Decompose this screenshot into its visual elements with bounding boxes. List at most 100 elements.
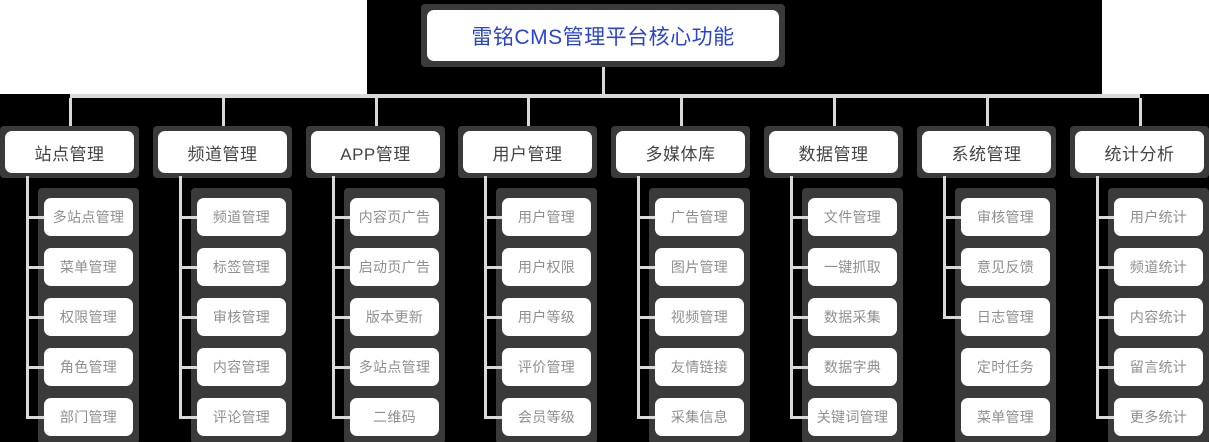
- branch-header-8[interactable]: 统计分析: [1075, 131, 1204, 173]
- child-connector: [26, 316, 45, 319]
- trunk-line: [70, 94, 1140, 98]
- child-connector: [1096, 366, 1115, 369]
- branch-header-4[interactable]: 用户管理: [463, 131, 592, 173]
- child-connector: [179, 266, 198, 269]
- child-node[interactable]: 定时任务: [961, 348, 1050, 386]
- child-connector: [790, 416, 809, 419]
- branch-header-6[interactable]: 数据管理: [769, 131, 898, 173]
- child-connector: [332, 266, 351, 269]
- child-connector: [484, 366, 503, 369]
- child-connector: [26, 216, 45, 219]
- branch-drop-connector: [375, 98, 378, 126]
- child-node[interactable]: 日志管理: [961, 298, 1050, 336]
- child-node[interactable]: 菜单管理: [961, 398, 1050, 436]
- child-connector: [790, 216, 809, 219]
- child-node[interactable]: 审核管理: [961, 198, 1050, 236]
- child-node[interactable]: 多站点管理: [350, 348, 439, 386]
- child-connector: [179, 316, 198, 319]
- child-connector: [1096, 316, 1115, 319]
- branch-spine: [484, 176, 487, 419]
- child-node[interactable]: 数据采集: [808, 298, 897, 336]
- child-connector: [179, 416, 198, 419]
- child-connector: [943, 266, 962, 269]
- child-node[interactable]: 频道管理: [197, 198, 286, 236]
- child-node[interactable]: 留言统计: [1114, 348, 1203, 386]
- child-node[interactable]: 图片管理: [655, 248, 744, 286]
- child-node[interactable]: 角色管理: [44, 348, 133, 386]
- branch-header-2[interactable]: 频道管理: [158, 131, 287, 173]
- child-node[interactable]: 用户等级: [502, 298, 591, 336]
- child-node[interactable]: 多站点管理: [44, 198, 133, 236]
- child-connector: [26, 366, 45, 369]
- child-node[interactable]: 友情链接: [655, 348, 744, 386]
- branch-drop-connector: [69, 98, 72, 126]
- root-node[interactable]: 雷铭CMS管理平台核心功能: [427, 10, 779, 61]
- branch-drop-connector: [527, 98, 530, 126]
- child-node[interactable]: 审核管理: [197, 298, 286, 336]
- child-connector: [332, 416, 351, 419]
- child-node[interactable]: 关键词管理: [808, 398, 897, 436]
- child-node[interactable]: 部门管理: [44, 398, 133, 436]
- branch-drop-connector: [680, 98, 683, 126]
- child-connector: [26, 266, 45, 269]
- branch-header-5[interactable]: 多媒体库: [616, 131, 745, 173]
- child-connector: [484, 316, 503, 319]
- child-connector: [790, 316, 809, 319]
- child-connector: [332, 216, 351, 219]
- branch-spine: [790, 176, 793, 419]
- child-node[interactable]: 标签管理: [197, 248, 286, 286]
- child-node[interactable]: 会员等级: [502, 398, 591, 436]
- child-connector: [637, 266, 656, 269]
- branch-drop-connector: [833, 98, 836, 126]
- branch-spine: [179, 176, 182, 419]
- child-node[interactable]: 启动页广告: [350, 248, 439, 286]
- child-node[interactable]: 二维码: [350, 398, 439, 436]
- root-trunk-connector: [602, 67, 605, 94]
- branch-header-1[interactable]: 站点管理: [5, 131, 134, 173]
- child-node[interactable]: 采集信息: [655, 398, 744, 436]
- child-connector: [790, 366, 809, 369]
- child-connector: [332, 366, 351, 369]
- branch-spine: [332, 176, 335, 419]
- child-connector: [1096, 216, 1115, 219]
- branch-spine: [26, 176, 29, 419]
- child-node[interactable]: 版本更新: [350, 298, 439, 336]
- child-node[interactable]: 意见反馈: [961, 248, 1050, 286]
- child-node[interactable]: 视频管理: [655, 298, 744, 336]
- child-connector: [1096, 416, 1115, 419]
- child-connector: [484, 216, 503, 219]
- child-connector: [484, 266, 503, 269]
- branch-header-7[interactable]: 系统管理: [922, 131, 1051, 173]
- child-node[interactable]: 用户统计: [1114, 198, 1203, 236]
- child-connector: [637, 416, 656, 419]
- branch-header-3[interactable]: APP管理: [311, 131, 440, 173]
- child-node[interactable]: 广告管理: [655, 198, 744, 236]
- child-node[interactable]: 菜单管理: [44, 248, 133, 286]
- child-node[interactable]: 用户权限: [502, 248, 591, 286]
- child-connector: [637, 366, 656, 369]
- child-node[interactable]: 内容统计: [1114, 298, 1203, 336]
- child-node[interactable]: 数据字典: [808, 348, 897, 386]
- child-connector: [637, 216, 656, 219]
- child-node[interactable]: 评论管理: [197, 398, 286, 436]
- branch-spine: [943, 176, 946, 319]
- child-node[interactable]: 内容管理: [197, 348, 286, 386]
- branch-drop-connector: [1139, 98, 1142, 126]
- child-node[interactable]: 用户管理: [502, 198, 591, 236]
- child-connector: [790, 266, 809, 269]
- child-connector: [943, 316, 962, 319]
- branch-spine: [637, 176, 640, 419]
- child-node[interactable]: 内容页广告: [350, 198, 439, 236]
- child-node[interactable]: 文件管理: [808, 198, 897, 236]
- child-node[interactable]: 评价管理: [502, 348, 591, 386]
- child-node[interactable]: 更多统计: [1114, 398, 1203, 436]
- child-connector: [26, 416, 45, 419]
- child-connector: [179, 216, 198, 219]
- child-node[interactable]: 一键抓取: [808, 248, 897, 286]
- branch-drop-connector: [986, 98, 989, 126]
- child-node[interactable]: 权限管理: [44, 298, 133, 336]
- child-connector: [484, 416, 503, 419]
- child-node[interactable]: 频道统计: [1114, 248, 1203, 286]
- child-connector: [943, 216, 962, 219]
